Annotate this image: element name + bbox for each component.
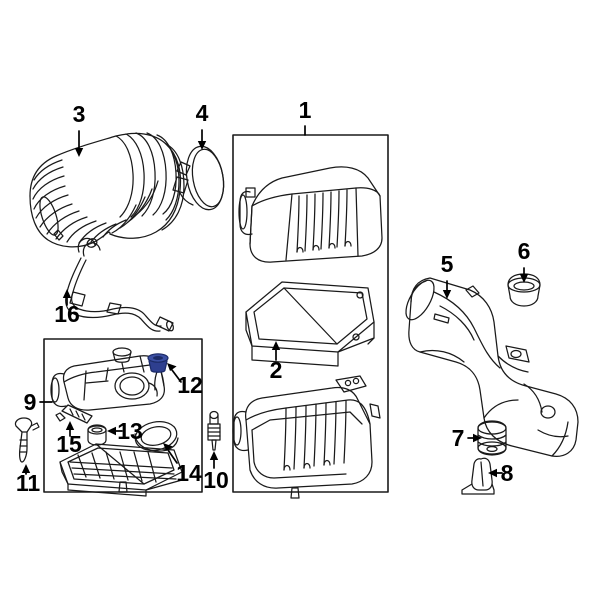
- leader-14: [163, 443, 178, 464]
- leader-11: [21, 464, 31, 475]
- air-cleaner-cover: [238, 166, 383, 263]
- mounting-bushing: [477, 420, 507, 456]
- leader-4: [197, 129, 207, 150]
- callout-4: 4: [196, 100, 209, 126]
- push-pin-retainer-clip: [461, 457, 495, 495]
- callout-12: 12: [177, 372, 203, 398]
- callout-9: 9: [24, 389, 37, 415]
- air-cleaner-lower-housing: [232, 375, 381, 499]
- leader-15: [65, 421, 75, 437]
- callout-14: 14: [176, 460, 202, 486]
- callout-15: 15: [56, 431, 82, 457]
- leader-3: [74, 130, 84, 157]
- housing-mesh-tray: [59, 443, 183, 497]
- callout-2: 2: [270, 357, 283, 383]
- callout-11: 11: [16, 470, 41, 496]
- leader-13: [107, 426, 123, 436]
- lower-housing-detail-body: [50, 347, 166, 411]
- callout-1: 1: [299, 97, 312, 123]
- mounting-screw: [14, 417, 40, 463]
- leader-5: [442, 280, 452, 299]
- callout-6: 6: [518, 238, 531, 264]
- stud-bolt: [207, 410, 221, 451]
- leader-10: [209, 451, 219, 469]
- air-filter-element: [245, 281, 375, 367]
- leader-8: [488, 468, 503, 478]
- housing-plug-grommet: [147, 353, 169, 373]
- air-cleaner-assembly-frame: [232, 134, 389, 493]
- leader-12: [167, 363, 182, 383]
- leader-7: [467, 433, 482, 443]
- callout-16: 16: [54, 301, 80, 327]
- air-inlet-bellows-hose: [29, 132, 185, 248]
- callout-7: 7: [452, 425, 465, 451]
- callout-13: 13: [117, 418, 143, 444]
- small-bushing: [87, 424, 107, 446]
- leader-6: [519, 267, 529, 283]
- callout-3: 3: [73, 101, 86, 127]
- leader-16: [62, 289, 72, 306]
- oval-seal-gasket: [134, 421, 179, 452]
- callout-8: 8: [501, 460, 514, 486]
- air-intake-duct-resonator: [405, 277, 579, 458]
- housing-bolt: [55, 404, 93, 424]
- callout-5: 5: [441, 251, 454, 277]
- callout-10: 10: [203, 467, 229, 493]
- leader-2: [271, 341, 281, 361]
- hose-clamp-ring: [172, 145, 225, 211]
- crankcase-vent-hose: [65, 237, 174, 332]
